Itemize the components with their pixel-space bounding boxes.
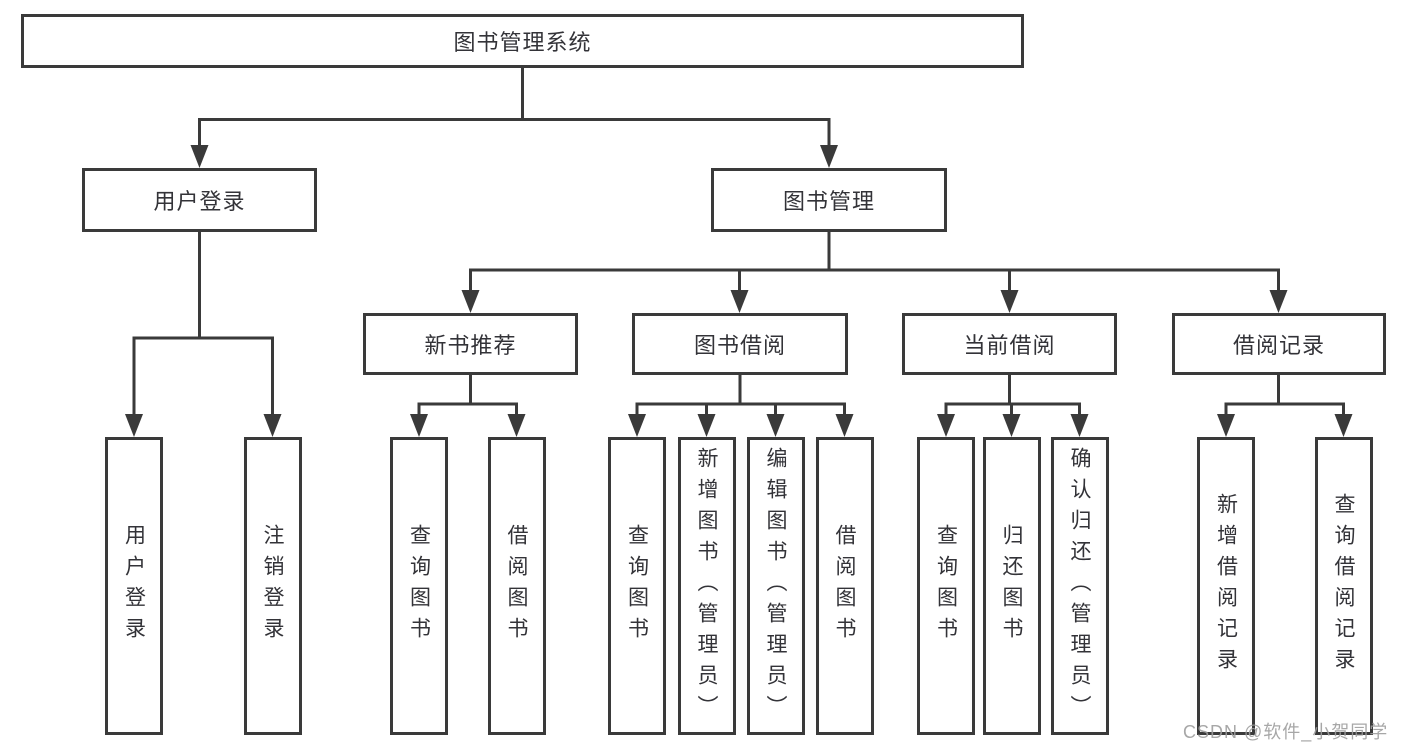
node-label: 借阅图书 — [505, 524, 528, 648]
node-label: 注销登录 — [261, 524, 284, 648]
leaf-query-books-borrow: 查询图书 — [608, 437, 666, 735]
leaf-query-borrow-record: 查询借阅记录 — [1314, 437, 1373, 735]
watermark: CSDN @软件_小贺同学 — [1183, 722, 1389, 742]
node-label: 用户登录 — [122, 524, 146, 648]
node-label: 新增图书（管理员） — [695, 446, 718, 726]
leaf-query-books-recommend: 查询图书 — [390, 437, 448, 735]
node-label: 图书管理系统 — [453, 30, 592, 55]
node-label: 当前借阅 — [963, 333, 1056, 358]
node-label: 图书管理 — [782, 189, 875, 214]
leaf-borrow-books: 借阅图书 — [815, 437, 874, 735]
node-label: 新书推荐 — [424, 333, 517, 358]
node-label: 查询图书 — [625, 524, 649, 648]
node-label: 新增借阅记录 — [1214, 493, 1238, 679]
leaf-edit-books-admin: 编辑图书（管理员） — [746, 437, 805, 735]
leaf-logout: 注销登录 — [243, 437, 302, 735]
leaf-add-borrow-record: 新增借阅记录 — [1197, 437, 1255, 735]
node-label: 查询图书 — [934, 524, 958, 648]
node-label: 图书借阅 — [693, 333, 786, 358]
node-user-login: 用户登录 — [82, 168, 317, 232]
node-label: 归还图书 — [1000, 524, 1023, 648]
node-new-book-recommendation: 新书推荐 — [363, 313, 578, 375]
node-label: 查询借阅记录 — [1332, 493, 1355, 679]
node-book-borrowing: 图书借阅 — [632, 313, 848, 375]
arrowheads — [125, 145, 1353, 437]
node-borrowing-records: 借阅记录 — [1172, 313, 1386, 375]
node-label: 查询图书 — [407, 524, 431, 648]
node-label: 借阅图书 — [833, 524, 856, 648]
node-current-borrowing: 当前借阅 — [902, 313, 1117, 375]
node-book-management: 图书管理 — [711, 168, 947, 232]
leaf-query-books-current: 查询图书 — [917, 437, 975, 735]
leaf-confirm-return-admin: 确认归还（管理员） — [1050, 437, 1109, 735]
leaf-return-books: 归还图书 — [982, 437, 1041, 735]
node-label: 编辑图书（管理员） — [764, 446, 787, 726]
node-label: 借阅记录 — [1232, 333, 1325, 358]
node-label: 确认归还（管理员） — [1068, 446, 1091, 726]
node-library-management-system: 图书管理系统 — [21, 14, 1024, 68]
leaf-borrow-books-recommend: 借阅图书 — [487, 437, 546, 735]
leaf-user-login: 用户登录 — [105, 437, 163, 735]
node-label: 用户登录 — [153, 189, 246, 214]
leaf-add-books-admin: 新增图书（管理员） — [677, 437, 736, 735]
